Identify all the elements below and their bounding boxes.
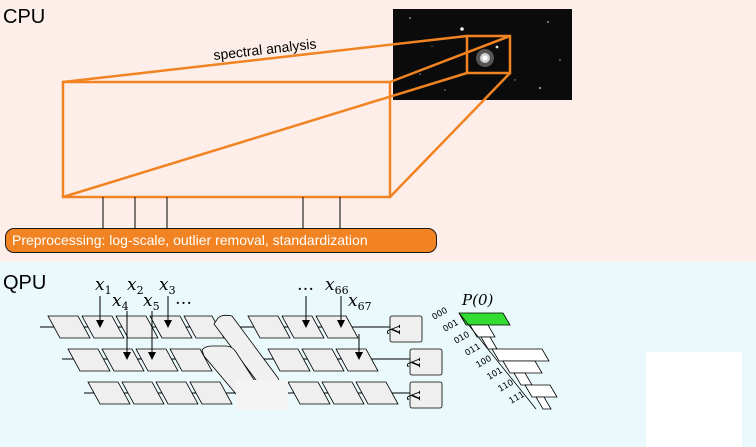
bitstring-label: 011 (464, 342, 483, 359)
entangling-blocks (201, 314, 288, 410)
input-labels: x1 x2 x3 x4 x5 … … x66 x67 (95, 275, 372, 313)
bitstring-label: 001 (442, 318, 461, 335)
svg-text:x66: x66 (325, 275, 349, 297)
x4-subscript: 4 (122, 300, 129, 313)
blank-panel (646, 352, 742, 447)
x4-symbol: x (112, 291, 122, 311)
svg-text:x1: x1 (95, 275, 112, 297)
x66-subscript: 66 (335, 284, 349, 297)
bitstring-label: 010 (453, 330, 472, 347)
projection-prism (61, 34, 511, 199)
svg-text:x67: x67 (348, 291, 372, 313)
selection-box (465, 34, 512, 75)
preprocessing-box: Preprocessing: log-scale, outlier remova… (5, 228, 437, 253)
probability-label: P(0) (461, 291, 493, 309)
encoding-gates (47, 315, 399, 405)
svg-text:x2: x2 (127, 275, 144, 297)
cpu-zone (0, 0, 756, 262)
svg-text:x3: x3 (159, 275, 176, 297)
x2-symbol: x (127, 275, 137, 295)
x1-subscript: 1 (105, 284, 112, 297)
x2-subscript: 2 (137, 284, 144, 297)
measurement-symbol: λ (405, 357, 425, 368)
bitstring-label: 111 (508, 390, 527, 407)
x3-symbol: x (159, 275, 169, 295)
svg-text:x5: x5 (143, 291, 160, 313)
measurement-symbol: λ (385, 324, 405, 335)
x66-symbol: x (325, 275, 335, 295)
arrow-heads (96, 320, 363, 360)
ellipsis-upper: … (297, 275, 314, 295)
x5-subscript: 5 (153, 300, 160, 313)
cpu-label: CPU (3, 6, 46, 28)
svg-text:x4: x4 (112, 291, 129, 313)
qpu-label: QPU (3, 272, 47, 294)
bitstring-label: 100 (475, 354, 494, 371)
x5-symbol: x (143, 291, 153, 311)
bitstring-label: 101 (486, 366, 505, 383)
ellipsis-lower: … (175, 289, 192, 309)
feed-lines (102, 197, 341, 229)
x3-subscript: 3 (169, 284, 176, 297)
bitstring-label: 000 (431, 306, 450, 323)
measurement-symbol: λ (405, 390, 425, 401)
x67-subscript: 67 (358, 300, 372, 313)
probability-bars (458, 312, 558, 410)
measurement-boxes (389, 315, 443, 409)
histogram-axis (458, 312, 537, 410)
measurement-symbols: λ λ λ (385, 324, 425, 401)
x1-symbol: x (95, 275, 105, 295)
x67-symbol: x (348, 291, 358, 311)
galaxy-image (393, 9, 572, 100)
